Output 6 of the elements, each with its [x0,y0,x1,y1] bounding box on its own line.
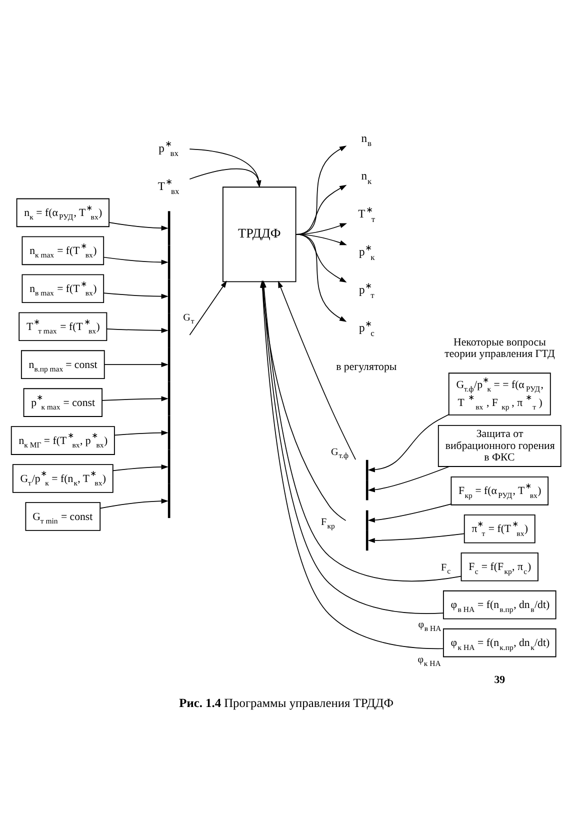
node-text: T∗вх [158,176,180,196]
node-text: p∗вх [158,138,179,158]
label: 39 [494,674,506,686]
label: Некоторые вопросы теории управления ГТД [444,336,555,360]
label: в регуляторы [336,360,397,373]
caption: Рис. 1.4 Программы управления ТРДДФ [179,696,394,710]
